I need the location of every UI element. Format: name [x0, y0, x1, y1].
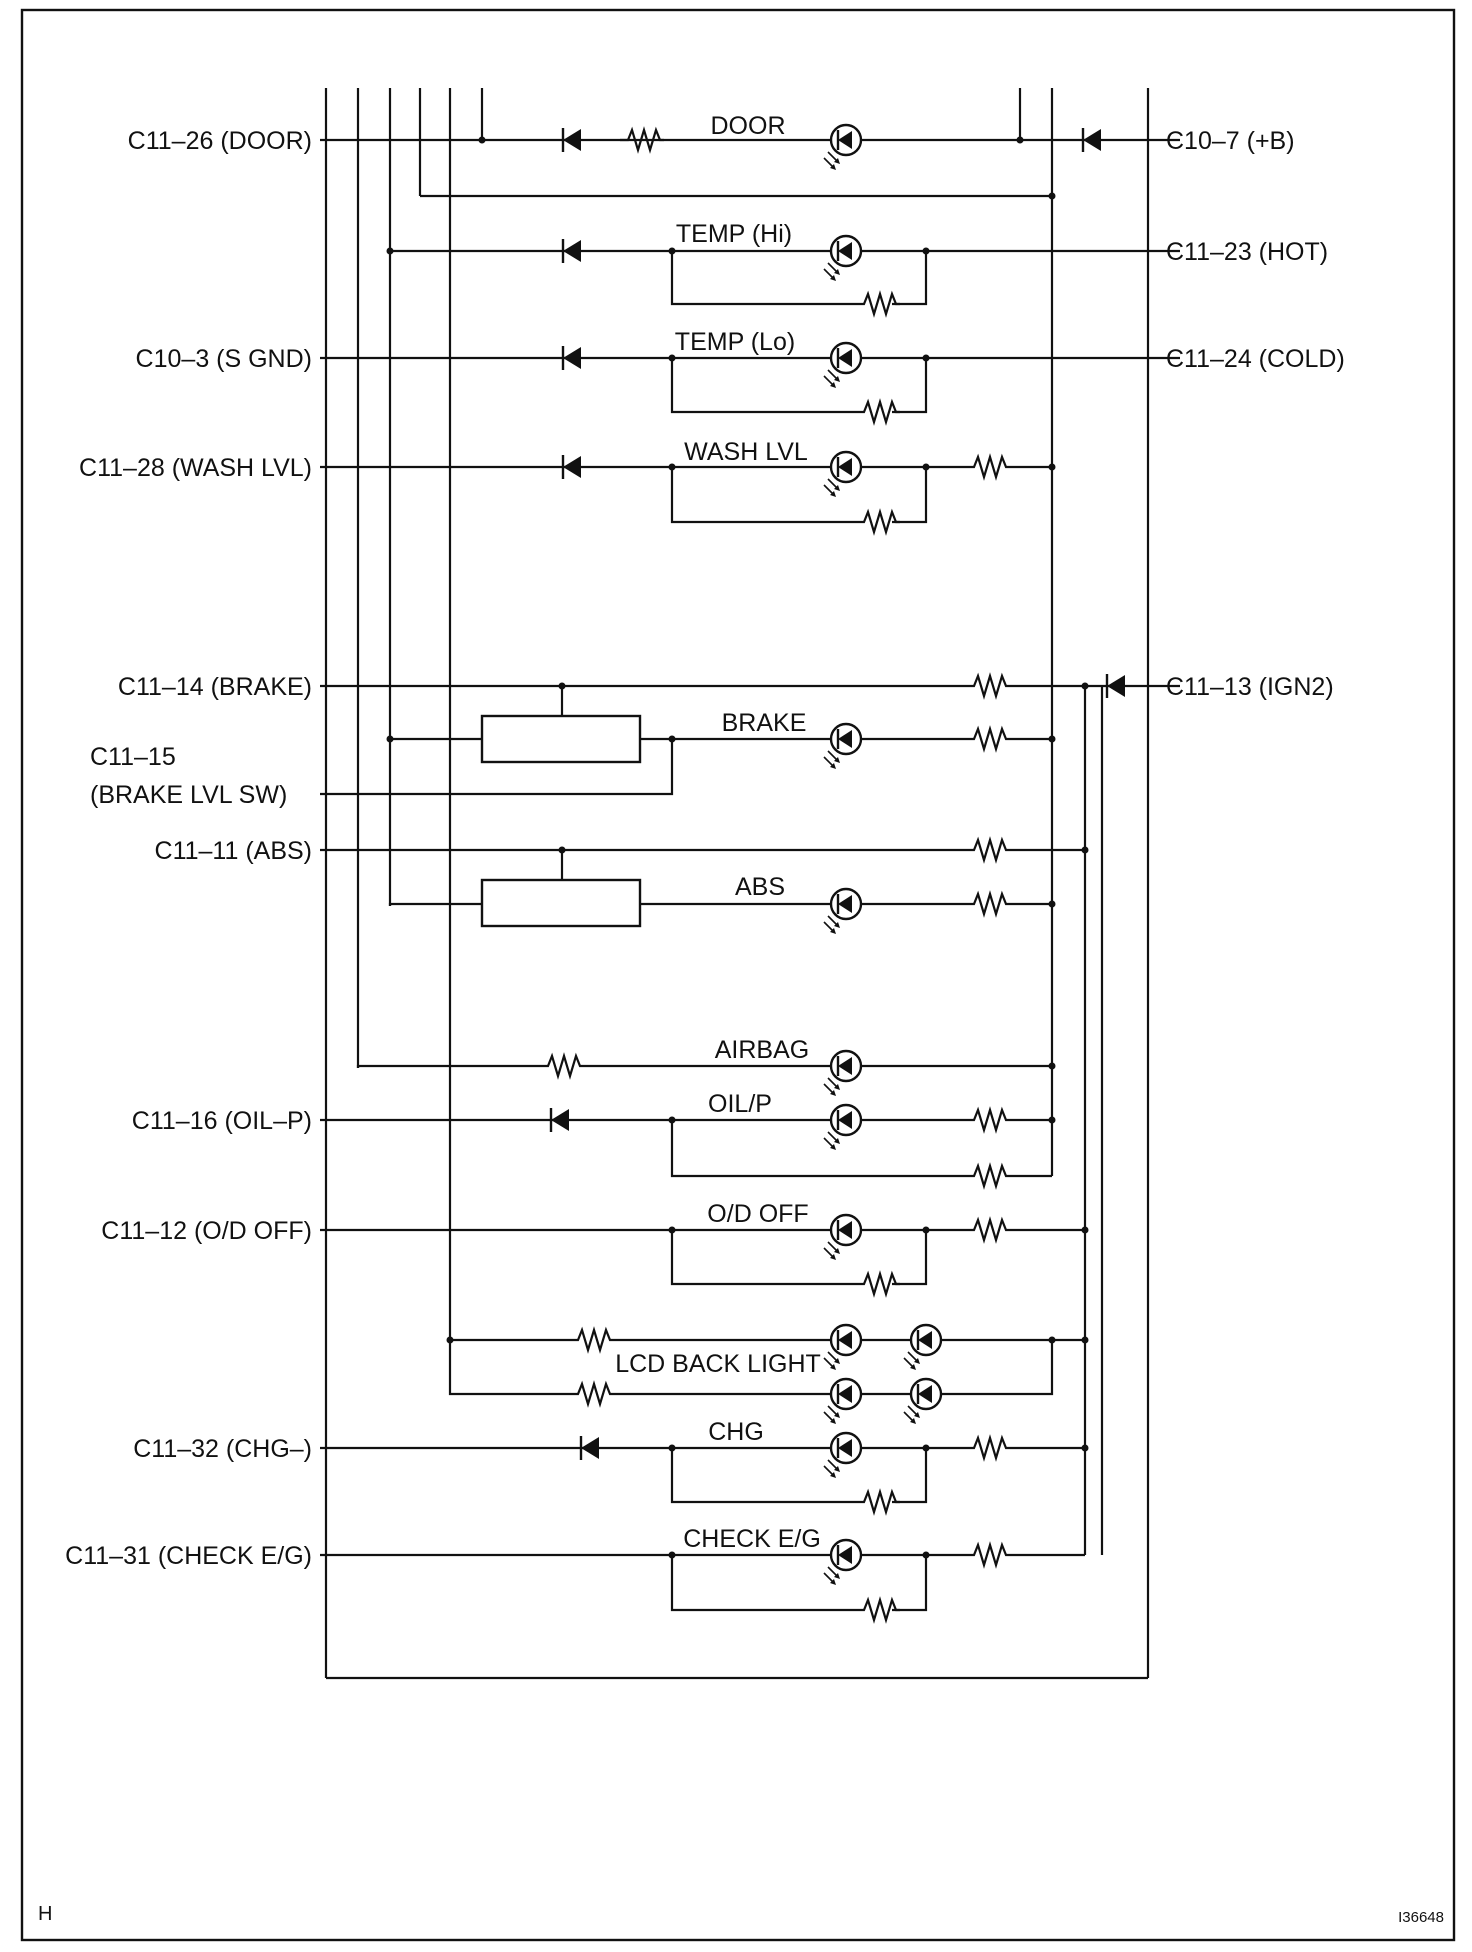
led-icon [902, 1323, 943, 1372]
led-icon [822, 887, 863, 936]
label-wash-lvl-terminal: C11–28 (WASH LVL) [79, 454, 312, 482]
indicator-chg: CHG [708, 1418, 764, 1446]
led-icon [822, 1538, 863, 1587]
label-plus-b-terminal: C10–7 (+B) [1166, 127, 1295, 155]
chg-circuit [320, 1431, 1089, 1514]
brake-circuit [320, 672, 1180, 1555]
led-icon [822, 722, 863, 771]
led-icon [822, 234, 863, 283]
brake-module-box [480, 714, 642, 764]
indicator-brake: BRAKE [722, 709, 807, 737]
indicator-door: DOOR [711, 112, 786, 140]
led-icon [822, 1049, 863, 1098]
label-s-gnd-terminal: C10–3 (S GND) [136, 345, 312, 373]
corner-letter: H [38, 1903, 52, 1925]
indicator-wash-lvl: WASH LVL [684, 438, 808, 466]
indicator-lcd-back-light: LCD BACK LIGHT [615, 1350, 821, 1378]
label-door-terminal: C11–26 (DOOR) [128, 127, 312, 155]
indicator-temp-hi: TEMP (Hi) [676, 220, 792, 248]
led-icon [822, 1377, 863, 1426]
led-icon [822, 1323, 863, 1372]
label-chg-terminal: C11–32 (CHG–) [133, 1435, 312, 1463]
label-brake-lvl-sw-terminal-line2: (BRAKE LVL SW) [90, 781, 287, 809]
page-border [20, 8, 1456, 1942]
temp-lo-circuit [320, 341, 1180, 424]
diode-icon [561, 237, 583, 265]
airbag-circuit [356, 1049, 1056, 1098]
meter-case-outline [324, 88, 1150, 1680]
lcd-back-light-circuit [446, 1323, 1089, 1426]
led-icon [822, 1431, 863, 1480]
indicator-od-off: O/D OFF [707, 1200, 808, 1228]
led-icon [822, 450, 863, 499]
wash-lvl-circuit [320, 450, 1056, 534]
temp-hi-circuit [386, 234, 1180, 316]
indicator-temp-lo: TEMP (Lo) [675, 328, 795, 356]
led-icon [902, 1377, 943, 1426]
label-oil-p-terminal: C11–16 (OIL–P) [132, 1107, 312, 1135]
abs-module-box [480, 878, 642, 928]
diode-icon [561, 344, 583, 372]
abs-circuit [320, 838, 1089, 936]
door-circuit [320, 123, 1180, 200]
diode-icon [561, 126, 583, 154]
figure-id: I36648 [1398, 1909, 1444, 1926]
indicator-abs: ABS [735, 873, 785, 901]
vertical-buses [356, 88, 1087, 1555]
left-terminal-labels: C11–26 (DOOR) C10–3 (S GND) C11–28 (WASH… [65, 127, 312, 1570]
check-eg-circuit [320, 1538, 1085, 1622]
label-brake-terminal: C11–14 (BRAKE) [118, 673, 312, 701]
label-brake-lvl-sw-terminal-line1: C11–15 [90, 743, 176, 771]
diode-icon [549, 1106, 571, 1134]
led-icon [822, 341, 863, 390]
label-check-eg-terminal: C11–31 (CHECK E/G) [65, 1542, 312, 1570]
diode-icon [579, 1434, 601, 1462]
led-icon [822, 1103, 863, 1152]
indicator-check-eg: CHECK E/G [683, 1525, 821, 1553]
indicator-airbag: AIRBAG [715, 1036, 809, 1064]
od-off-circuit [320, 1213, 1089, 1296]
led-icon [822, 123, 863, 172]
label-cold-terminal: C11–24 (COLD) [1166, 345, 1345, 373]
label-abs-terminal: C11–11 (ABS) [155, 837, 312, 865]
indicator-oil-p: OIL/P [708, 1090, 772, 1118]
label-od-off-terminal: C11–12 (O/D OFF) [101, 1217, 312, 1245]
diode-icon [561, 453, 583, 481]
indicator-labels: DOOR TEMP (Hi) TEMP (Lo) WASH LVL BRAKE … [615, 112, 821, 1553]
label-hot-terminal: C11–23 (HOT) [1166, 238, 1328, 266]
led-icon [822, 1213, 863, 1262]
right-terminal-labels: C10–7 (+B) C11–23 (HOT) C11–24 (COLD) C1… [1166, 127, 1345, 701]
label-ign2-terminal: C11–13 (IGN2) [1166, 673, 1334, 701]
diode-icon [1105, 672, 1127, 700]
oil-p-circuit [320, 1103, 1056, 1188]
diode-icon [1081, 126, 1103, 154]
